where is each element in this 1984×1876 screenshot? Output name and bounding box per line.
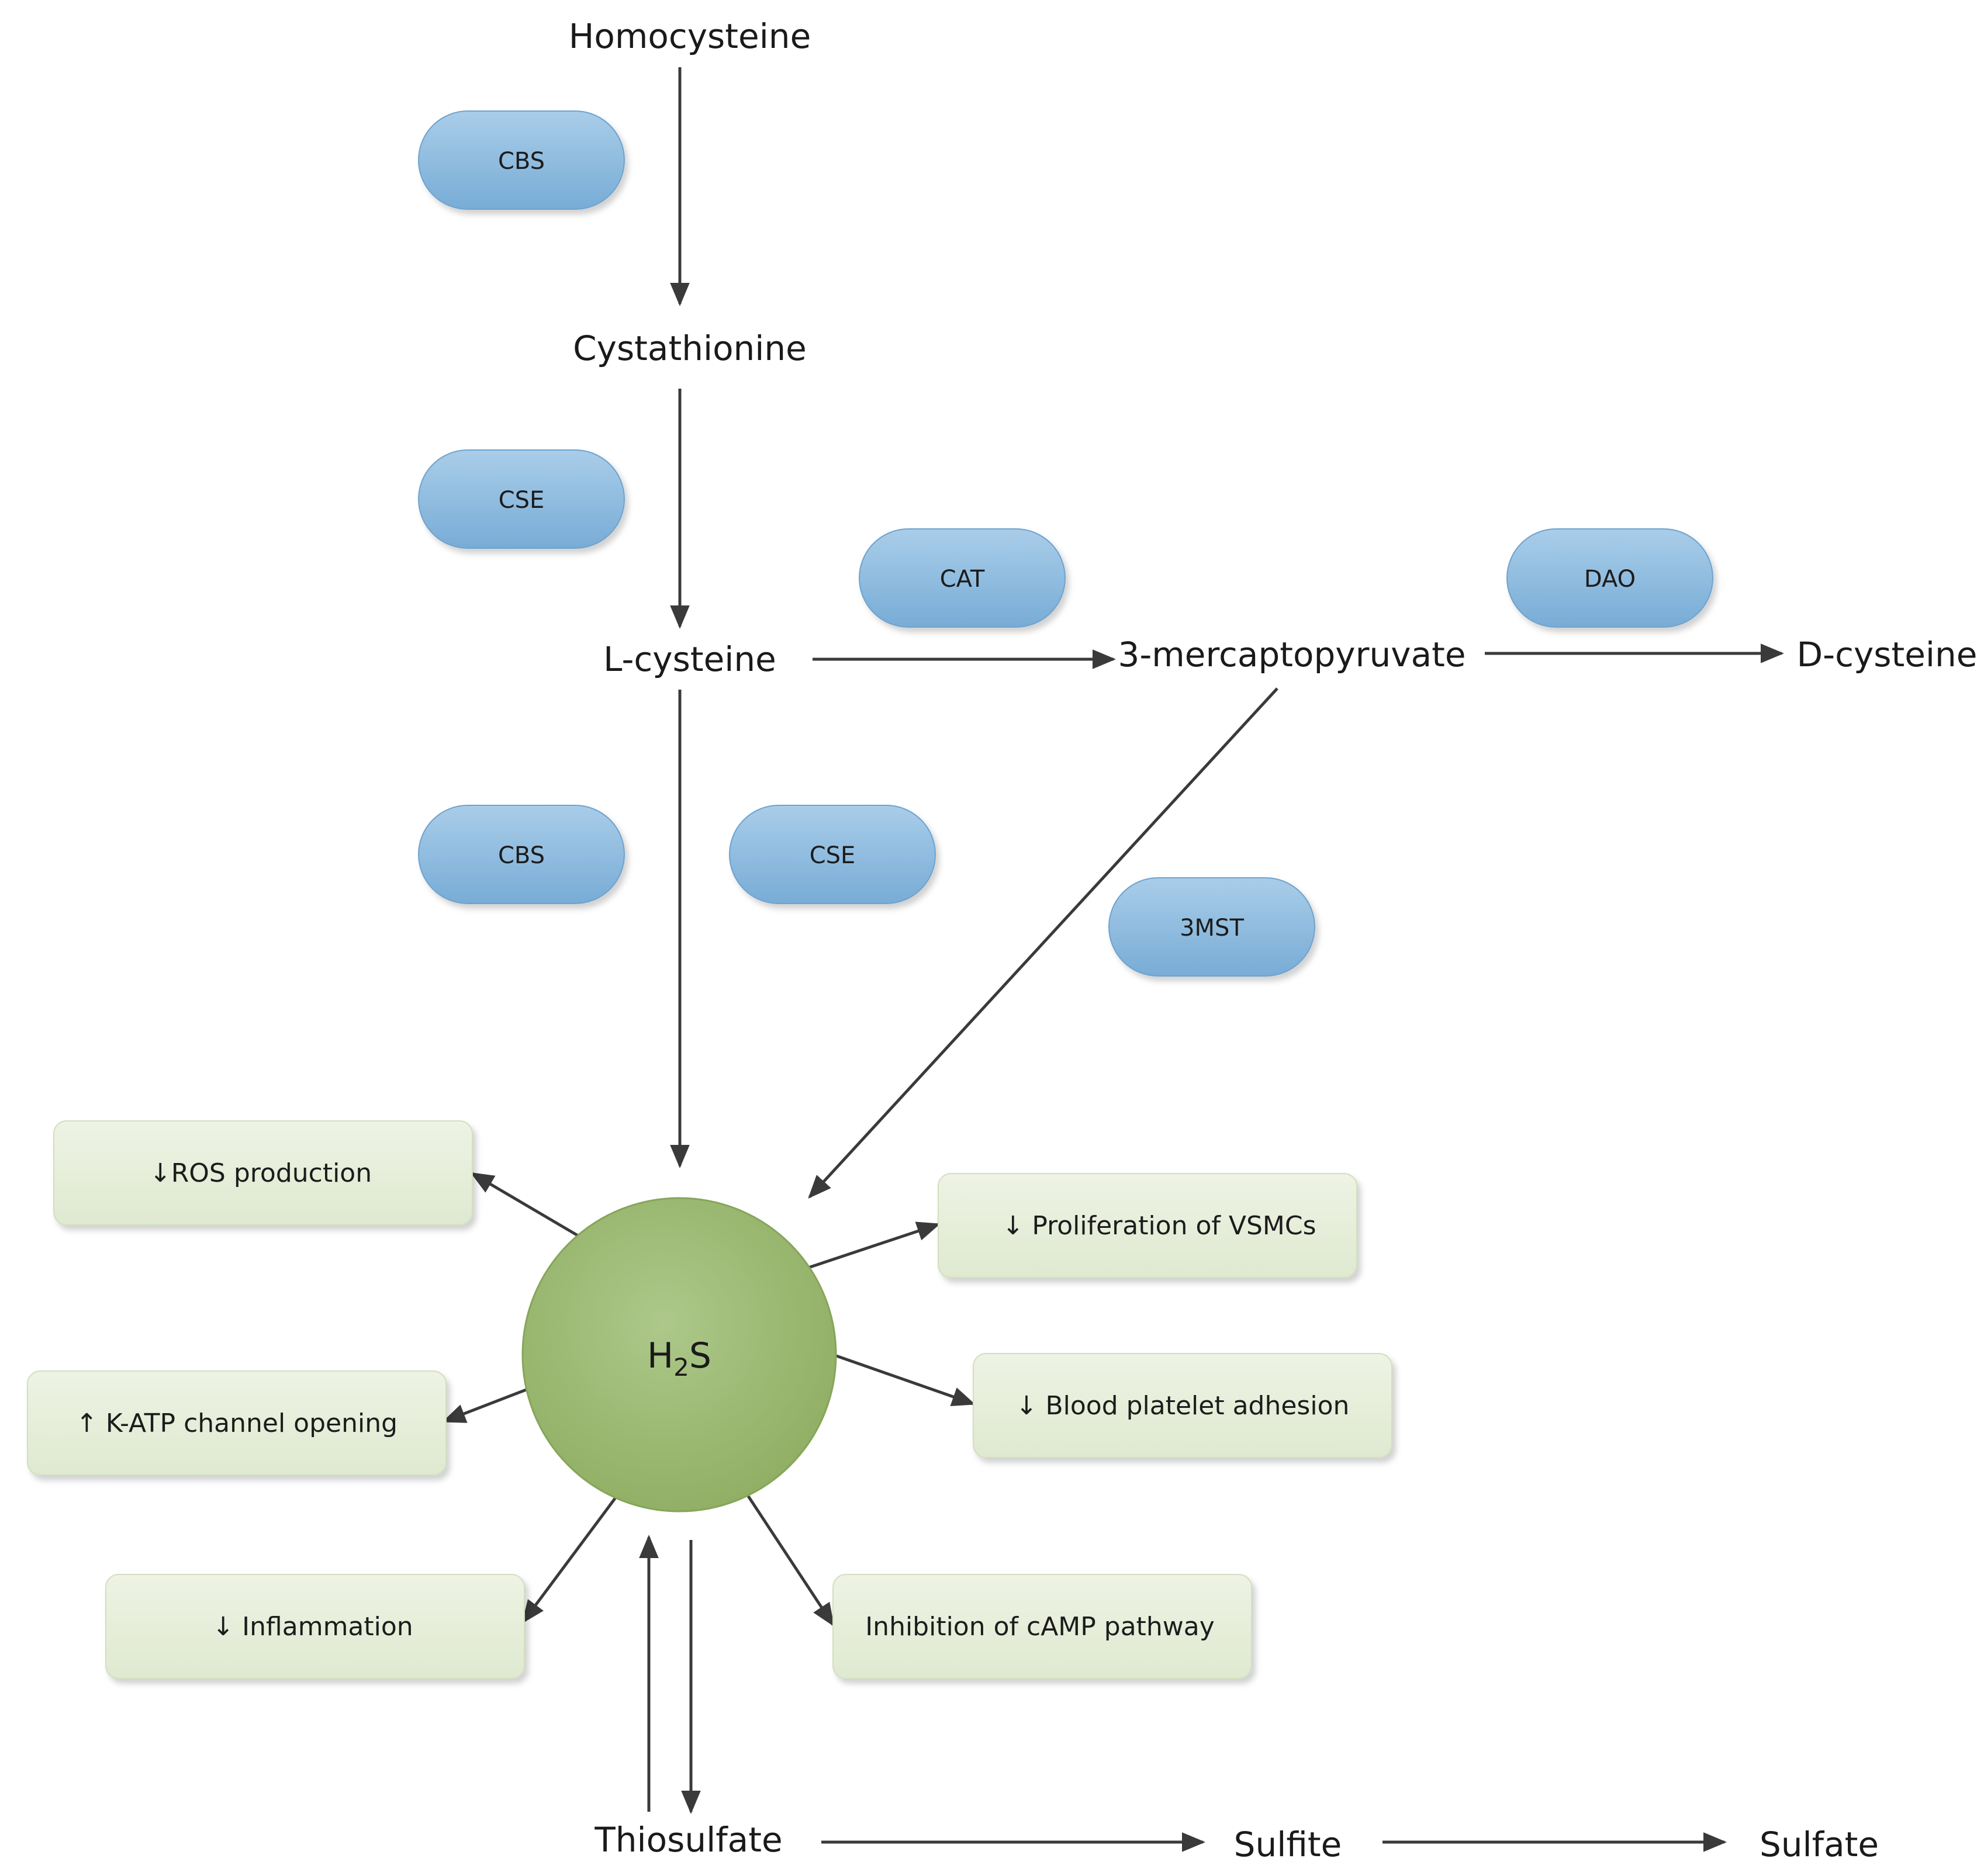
metabolite-cystathionine: Cystathionine [573, 328, 807, 368]
effect-label: ↓ Inflammation [212, 1612, 413, 1642]
enzyme-dao: DAO [1506, 528, 1713, 628]
effect-inhibition-camp-pathway: Inhibition of cAMP pathway [832, 1574, 1252, 1679]
arrow-h2s-to-platelet [832, 1353, 976, 1406]
arrow-h2s-to-camp [746, 1495, 835, 1627]
effect-label: Inhibition of cAMP pathway [865, 1612, 1215, 1642]
metabolite-l-cysteine: L-cysteine [603, 639, 776, 679]
h2s-label: H2S [647, 1335, 711, 1382]
effect-ros-production: ↓ROS production [53, 1120, 473, 1226]
effect-label: ↓ Blood platelet adhesion [1016, 1391, 1350, 1421]
enzyme-label: CBS [498, 148, 545, 175]
enzyme-cse-2: CSE [729, 805, 936, 904]
arrow-mercaptopyruvate-to-h2s [808, 687, 1278, 1199]
effects: ↓ROS production ↑ K-ATP channel opening … [27, 1120, 1392, 1679]
effect-inflammation: ↓ Inflammation [105, 1574, 525, 1679]
enzyme-cse-1: CSE [418, 449, 625, 549]
enzyme-cbs-2: CBS [418, 805, 625, 904]
arrow-h2s-to-katp [442, 1388, 527, 1423]
h2s-circle [521, 1197, 837, 1512]
enzyme-cbs-1: CBS [418, 110, 625, 210]
arrows [442, 67, 1784, 1852]
metabolite-d-cysteine: D-cysteine [1796, 635, 1977, 674]
enzyme-label: CAT [940, 566, 985, 593]
h2s-hub: H2S [521, 1197, 837, 1512]
arrow-h2s-to-inflammation [521, 1495, 618, 1624]
enzyme-label: DAO [1584, 566, 1636, 593]
metabolites: Homocysteine Cystathionine L-cysteine 3-… [569, 16, 1978, 1864]
effect-label: ↑ K-ATP channel opening [76, 1408, 398, 1438]
effect-proliferation-vsmcs: ↓ Proliferation of VSMCs [938, 1173, 1357, 1278]
arrow-h2s-to-vsmc [806, 1221, 941, 1270]
metabolite-thiosulfate: Thiosulfate [594, 1820, 782, 1860]
arrow-h2s-to-ros [470, 1172, 580, 1238]
metabolite-sulfite: Sulfite [1234, 1825, 1342, 1864]
enzyme-cat: CAT [859, 528, 1066, 628]
metabolite-sulfate: Sulfate [1760, 1825, 1879, 1864]
effect-katp-channel-opening: ↑ K-ATP channel opening [27, 1370, 447, 1476]
metabolite-homocysteine: Homocysteine [569, 16, 811, 56]
enzyme-label: CBS [498, 842, 545, 869]
effect-label: ↓ Proliferation of VSMCs [1002, 1211, 1316, 1241]
effect-label: ↓ROS production [150, 1158, 372, 1188]
enzyme-label: CSE [499, 487, 545, 514]
enzyme-3mst: 3MST [1108, 877, 1315, 977]
enzyme-label: 3MST [1180, 915, 1244, 942]
effect-blood-platelet-adhesion: ↓ Blood platelet adhesion [973, 1353, 1392, 1458]
enzymes: CBS CSE CAT DAO CBS CSE 3MST [418, 110, 1713, 977]
enzyme-label: CSE [810, 842, 856, 869]
metabolite-3-mercaptopyruvate: 3-mercaptopyruvate [1118, 635, 1465, 674]
